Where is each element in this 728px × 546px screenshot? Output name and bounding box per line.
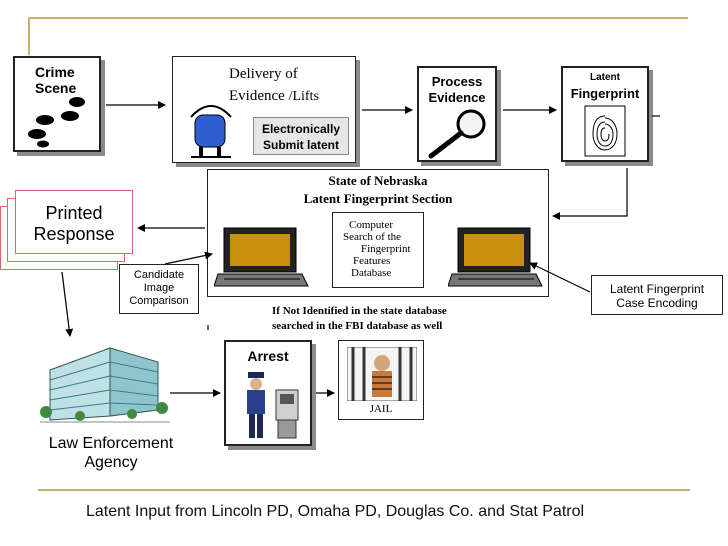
footprints-icon — [28, 97, 85, 148]
submit-line1: Electronically — [261, 122, 341, 136]
laptop-left-icon — [214, 227, 309, 287]
fbi-note: If Not Identified in the state database … — [272, 304, 447, 334]
cs-line4: Features — [353, 255, 391, 267]
caption: Latent Input from Lincoln PD, Omaha PD, … — [86, 503, 585, 520]
agency-label: Law Enforcement Agency — [36, 434, 186, 472]
cs-line2: Search of the — [343, 231, 402, 243]
printed-response-page-front: Printed Response — [15, 190, 133, 254]
process-line2: Evidence — [428, 90, 486, 105]
delivery-line2: Evidence — [229, 88, 285, 104]
candidate-line2: Image — [143, 282, 175, 294]
arrow-encoding-to-laptop — [529, 262, 591, 293]
fbi-note-line1: If Not Identified in the state database — [272, 305, 447, 317]
laptop-right-icon — [448, 227, 543, 287]
computer-search-label: Computer Search of the Fingerprint Featu… — [333, 219, 423, 279]
cs-line1: Computer — [349, 219, 393, 231]
mailbox-icon — [190, 105, 232, 158]
arrest-label: Arrest — [247, 348, 289, 364]
police-officer-icon — [247, 372, 299, 439]
latent-fingerprint-box: Latent Fingerprint — [561, 66, 649, 162]
jail-cell-icon — [347, 347, 417, 401]
magnifier-icon — [428, 109, 486, 159]
case-encoding-line1: Latent Fingerprint — [609, 282, 705, 296]
latent-fp-line1: Latent — [590, 72, 620, 83]
left-rule — [28, 17, 30, 55]
delivery-box: Delivery of Evidence /Lifts Electronical… — [172, 56, 356, 163]
latent-fp-label: Latent Fingerprint — [563, 70, 647, 102]
candidate-box: Candidate Image Comparison — [119, 264, 199, 314]
nebraska-line2: Latent Fingerprint Section — [303, 191, 453, 206]
arrow-latent-to-nebraska — [552, 168, 628, 220]
nebraska-title: State of Nebraska Latent Fingerprint Sec… — [208, 172, 548, 208]
agency-line1: Law Enforcement — [48, 435, 174, 452]
arrow-printed-to-agency — [61, 271, 74, 337]
agency-line2: Agency — [84, 454, 138, 471]
delivery-lifts: /Lifts — [288, 89, 319, 104]
crime-scene-line2: Scene — [35, 80, 77, 96]
printed-line1: Printed — [45, 203, 103, 223]
jail-box: JAIL — [338, 340, 424, 420]
fingerprint-icon — [584, 105, 626, 157]
process-line1: Process — [431, 74, 483, 89]
crime-scene-label: Crime Scene — [35, 64, 76, 96]
delivery-line1: Delivery of — [229, 66, 298, 82]
top-rule — [28, 17, 688, 19]
case-encoding-label: Latent Fingerprint Case Encoding — [592, 282, 722, 310]
process-evidence-box: Process Evidence — [417, 66, 497, 162]
delivery-label: Delivery of Evidence /Lifts — [229, 63, 319, 108]
candidate-line1: Candidate — [133, 269, 185, 281]
computer-search-box: Computer Search of the Fingerprint Featu… — [332, 212, 424, 288]
submit-latent-box: Electronically Submit latent — [253, 117, 349, 155]
printed-line2: Response — [33, 224, 115, 244]
case-encoding-line2: Case Encoding — [616, 296, 698, 310]
crime-scene-line1: Crime — [35, 64, 75, 80]
printed-response-label: Printed Response — [16, 203, 132, 245]
submit-line2: Submit latent — [262, 138, 339, 152]
cs-line5: Database — [351, 267, 392, 279]
building-icon — [40, 347, 170, 423]
latent-fp-line2: Fingerprint — [570, 86, 640, 101]
arrow-candidate-to-laptop — [164, 251, 213, 265]
candidate-line3: Comparison — [129, 295, 189, 307]
bottom-rule — [38, 489, 690, 491]
crime-scene-box: Crime Scene — [13, 56, 101, 152]
nebraska-line1: State of Nebraska — [328, 173, 428, 188]
cs-line3: Fingerprint — [361, 243, 411, 255]
jail-label: JAIL — [369, 403, 393, 415]
fbi-note-line2: searched in the FBI database as well — [272, 320, 443, 332]
arrest-box: Arrest — [224, 340, 312, 446]
candidate-label: Candidate Image Comparison — [120, 269, 198, 308]
process-evidence-label: Process Evidence — [419, 74, 495, 106]
case-encoding-box: Latent Fingerprint Case Encoding — [591, 275, 723, 315]
